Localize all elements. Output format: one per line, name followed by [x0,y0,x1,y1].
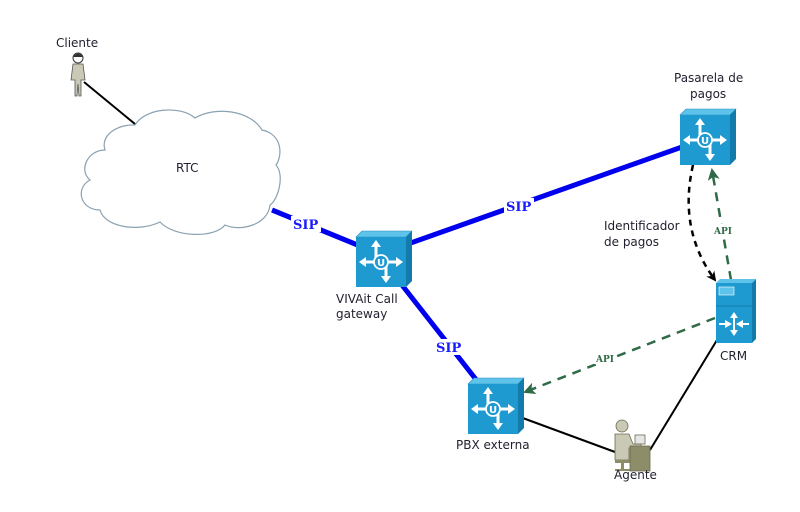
api-label-crm-pasarela: API [713,227,732,237]
link-crm-pbx-api [523,316,716,394]
pasarela-router-icon[interactable] [678,107,738,167]
link-agente-crm [649,339,718,451]
link-pasarela-crm-identificador [687,164,717,282]
user-icon [70,52,86,97]
cliente-label: Cliente [56,36,98,50]
gateway-router-icon[interactable] [354,229,414,289]
crm-label: CRM [720,349,747,363]
identificador-label: Identificador [604,219,680,233]
agente-label: Agente [614,468,657,482]
cloud-icon [80,109,281,235]
gateway-label-line2: gateway [336,307,387,321]
link-gateway-pbx [396,278,480,384]
crm-server-icon[interactable] [716,279,756,343]
pbx-label: PBX externa [456,438,530,452]
pbx-router-icon[interactable] [466,376,526,436]
link-cliente-rtc [83,81,136,125]
identificador-label-line2: de pagos [604,235,659,249]
agent-workstation-icon [614,419,651,472]
rtc-label: RTC [176,161,198,175]
sip-label-rtc-gateway: SIP [293,218,318,233]
sip-label-gateway-pbx: SIP [436,341,461,356]
gateway-label: VIVAit Call [336,292,398,306]
pasarela-label-line2: pagos [690,87,726,101]
link-gateway-pasarela [404,144,683,248]
pasarela-label: Pasarela de [674,71,743,85]
sip-label-gateway-pasarela: SIP [506,200,531,215]
api-label-crm-pbx: API [595,355,614,365]
link-pbx-agente [519,416,616,453]
